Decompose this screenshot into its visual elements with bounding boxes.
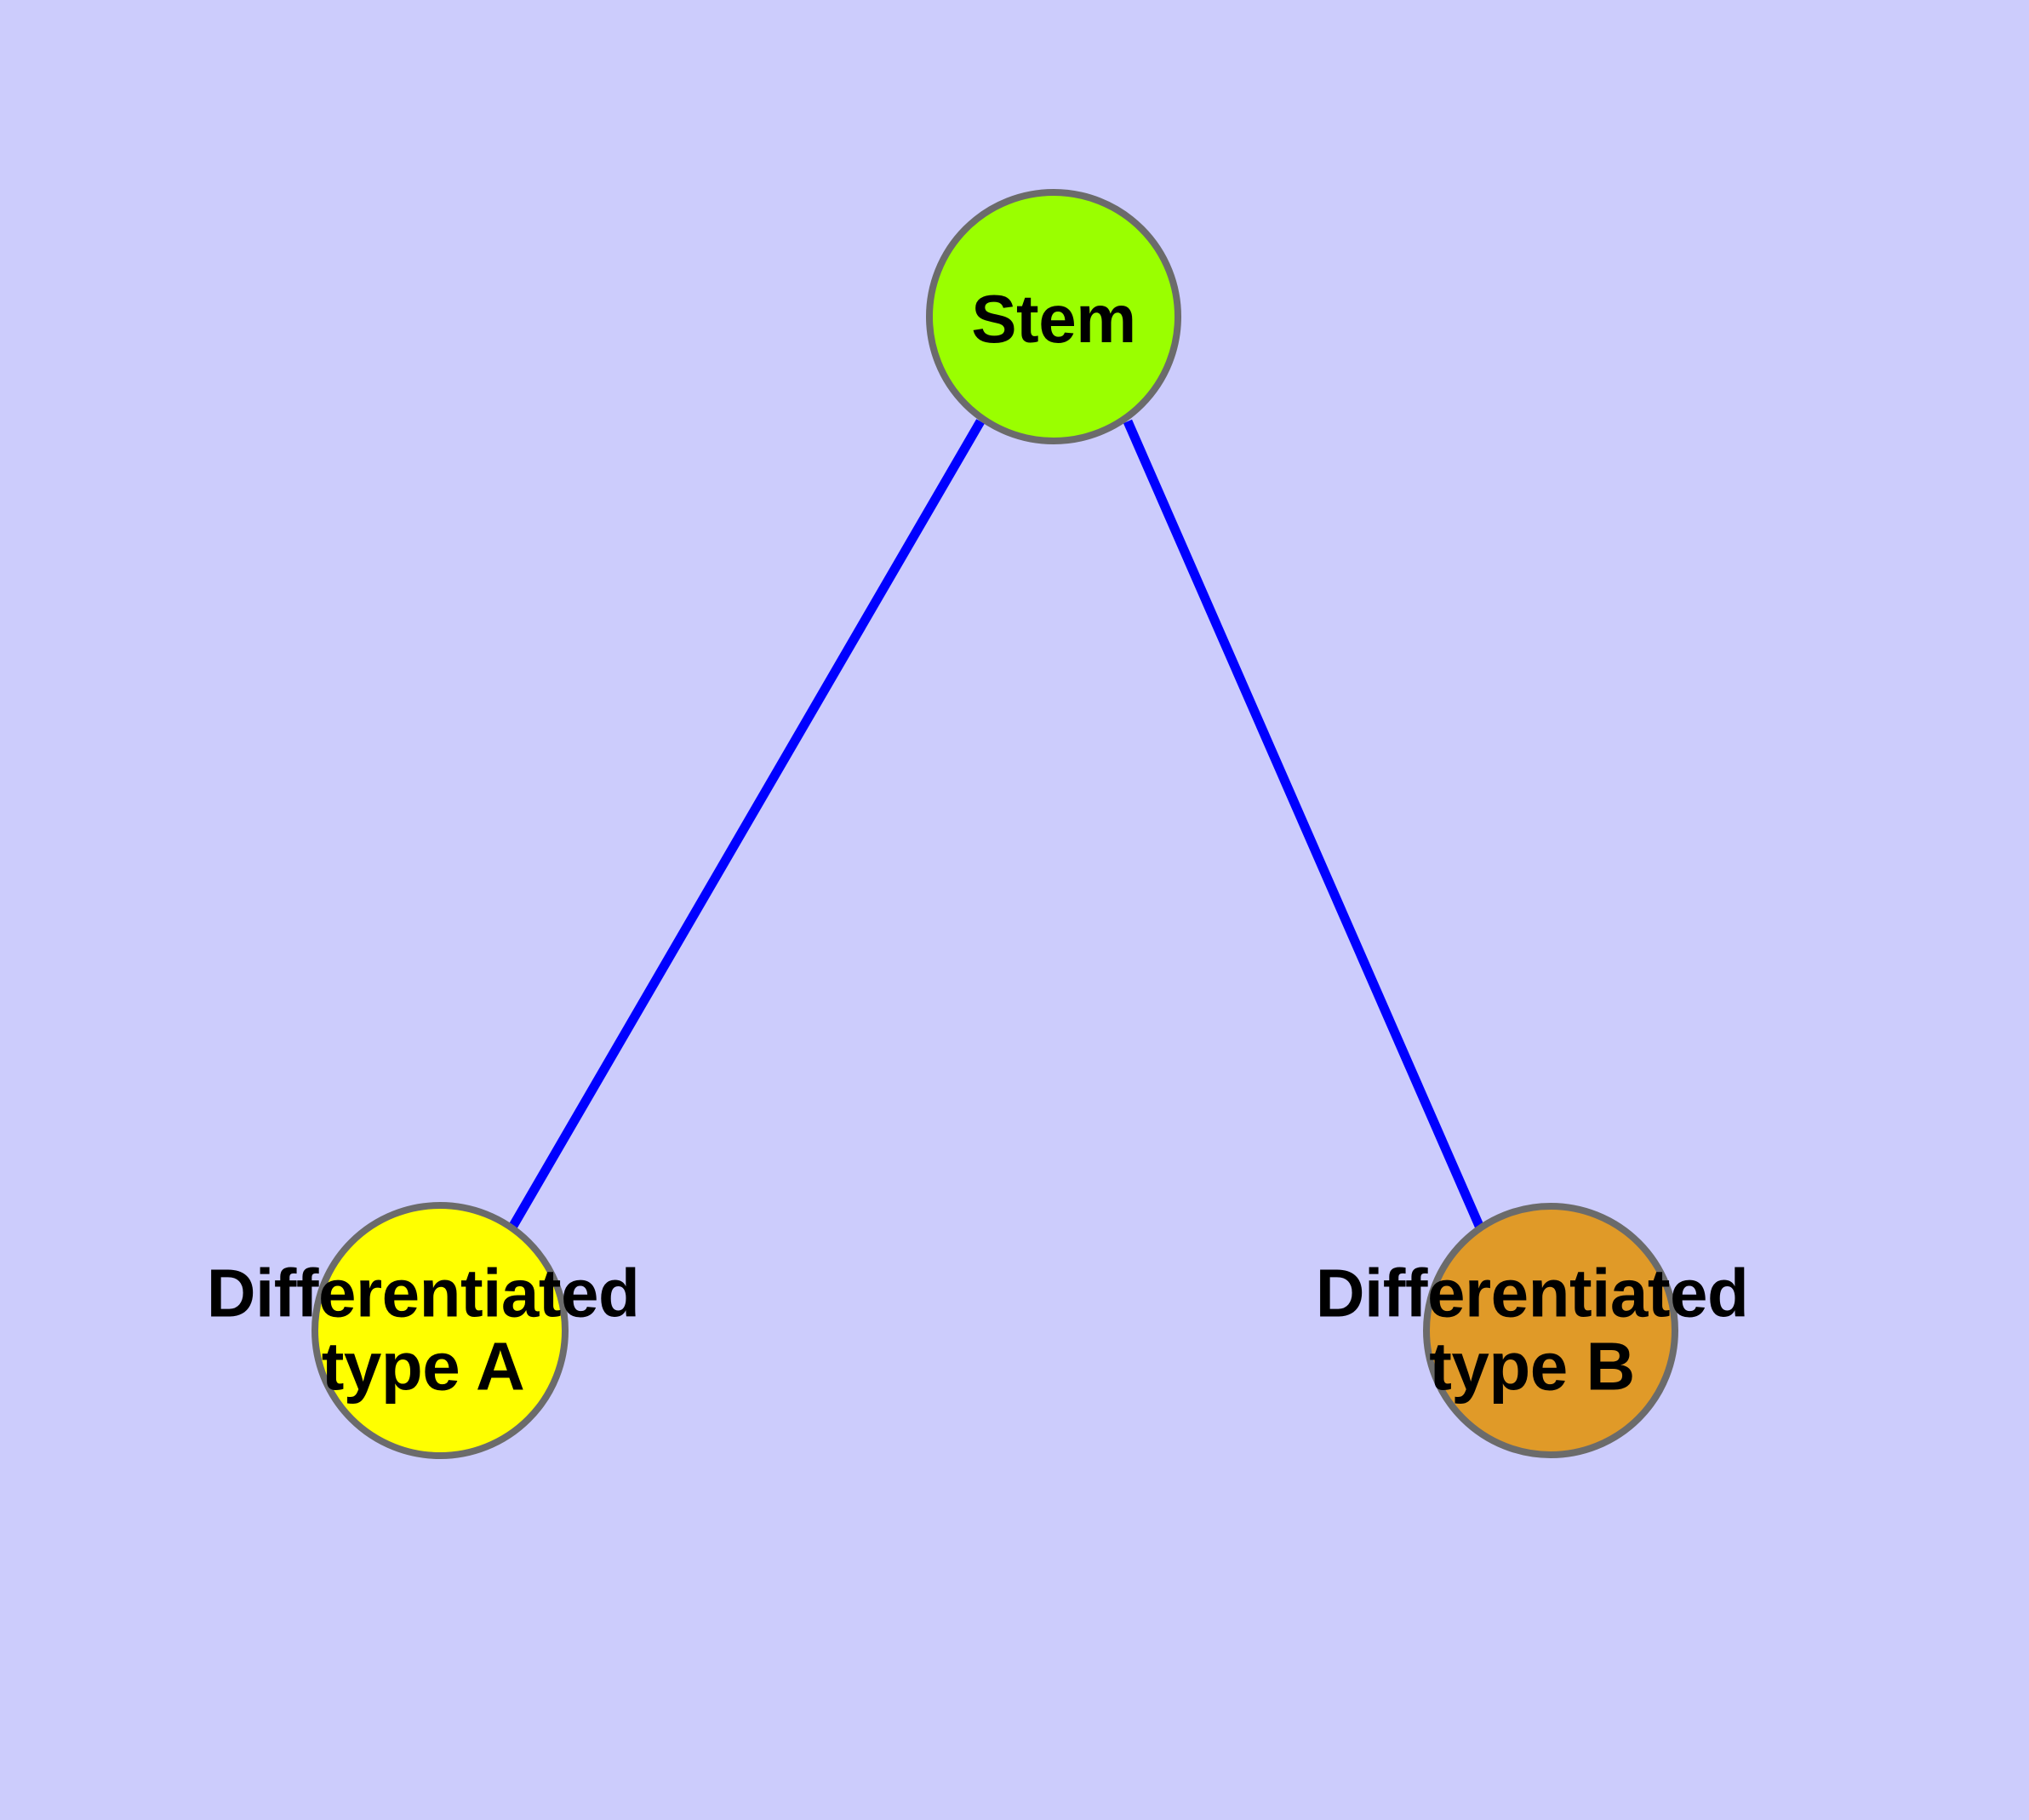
node-differentiated-type-b[interactable] [1423,1203,1678,1458]
edge-stem-to-diff-b[interactable] [1123,419,1484,1228]
node-layer [311,189,1678,1459]
node-stem[interactable] [926,189,1181,444]
edge-stem-to-diff-a[interactable] [509,419,985,1228]
edge-layer [509,419,1484,1228]
node-differentiated-type-a[interactable] [311,1202,569,1459]
